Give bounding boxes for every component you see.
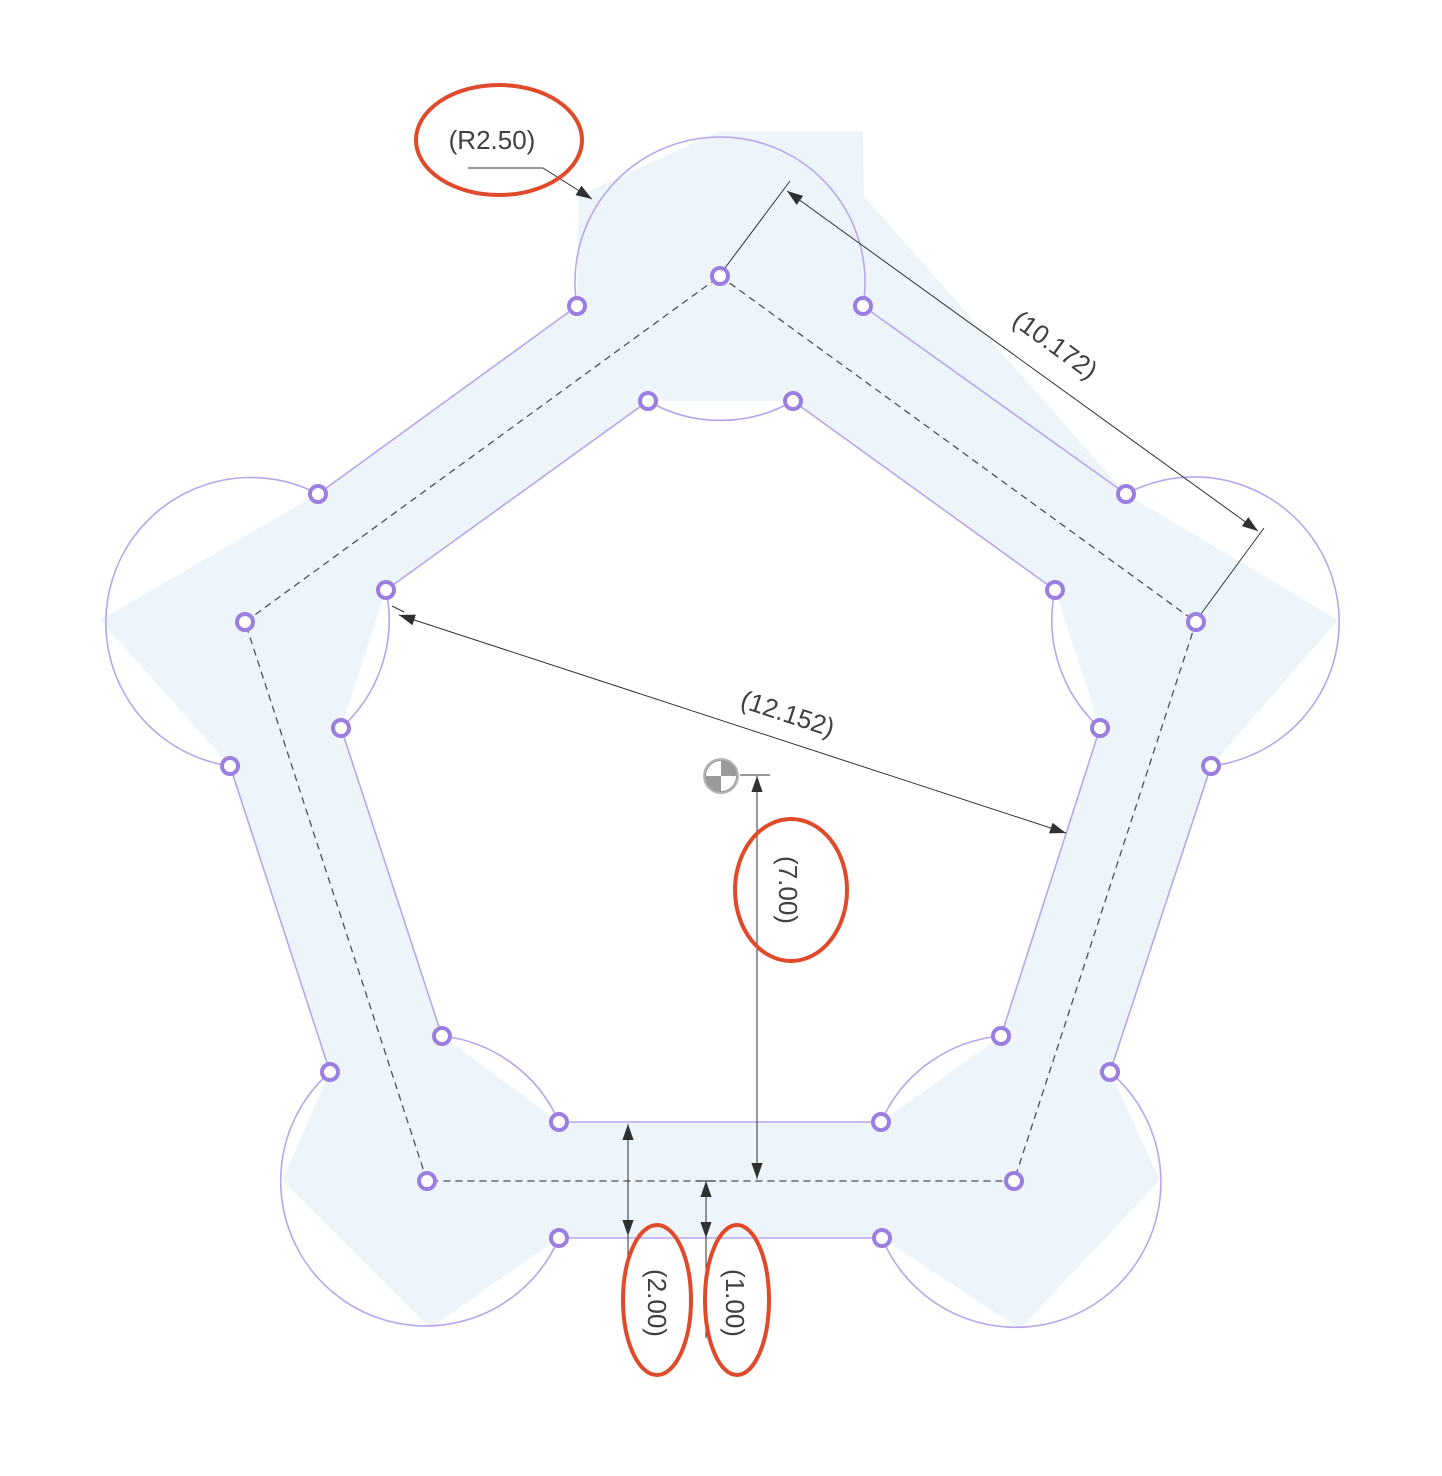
sketch-point [331,718,351,738]
sketch-point [872,1228,892,1248]
sketch-point [1004,1171,1024,1191]
highlight-ring [733,817,849,963]
sketch-point [991,1026,1011,1046]
sketch-point [1201,756,1221,776]
sketch-point [871,1112,891,1132]
sketch-point [567,296,587,316]
sketch-point [549,1228,569,1248]
sketch-point [417,1171,437,1191]
dim-radius[interactable]: (R2.50) [449,125,536,155]
dim-inner-width[interactable]: (12.152) [737,684,838,743]
sketch-point [638,391,658,411]
highlight-ring [414,83,584,197]
sketch-point [220,756,240,776]
sketch-point [710,266,730,286]
sketch-point [432,1026,452,1046]
sketch-point [235,612,255,632]
profile-region[interactable] [100,131,1338,1329]
dimension-lines [391,167,1265,1338]
construction-pentagon[interactable] [244,275,1197,1182]
sketch-point [853,296,873,316]
sketch-point [783,391,803,411]
sketch-point [1116,484,1136,504]
dim-offset-inner[interactable]: (2.00) [642,1269,672,1337]
sketch-point [1186,612,1206,632]
sketch-point [1045,580,1065,600]
highlight-ring [703,1223,771,1377]
origin-icon[interactable] [703,758,739,794]
sketch-point [320,1062,340,1082]
sketch-point [1090,718,1110,738]
highlight-marks [414,83,849,1377]
sketch-point [1100,1062,1120,1082]
sketch-points[interactable] [220,266,1221,1248]
dim-center-height[interactable]: (7.00) [773,856,803,924]
sketch-point [376,580,396,600]
dim-side-length[interactable]: (10.172) [1007,304,1103,385]
highlight-ring [621,1223,693,1377]
dim-offset-outer[interactable]: (1.00) [720,1269,750,1337]
sketch-point [308,484,328,504]
sketch-point [549,1112,569,1132]
